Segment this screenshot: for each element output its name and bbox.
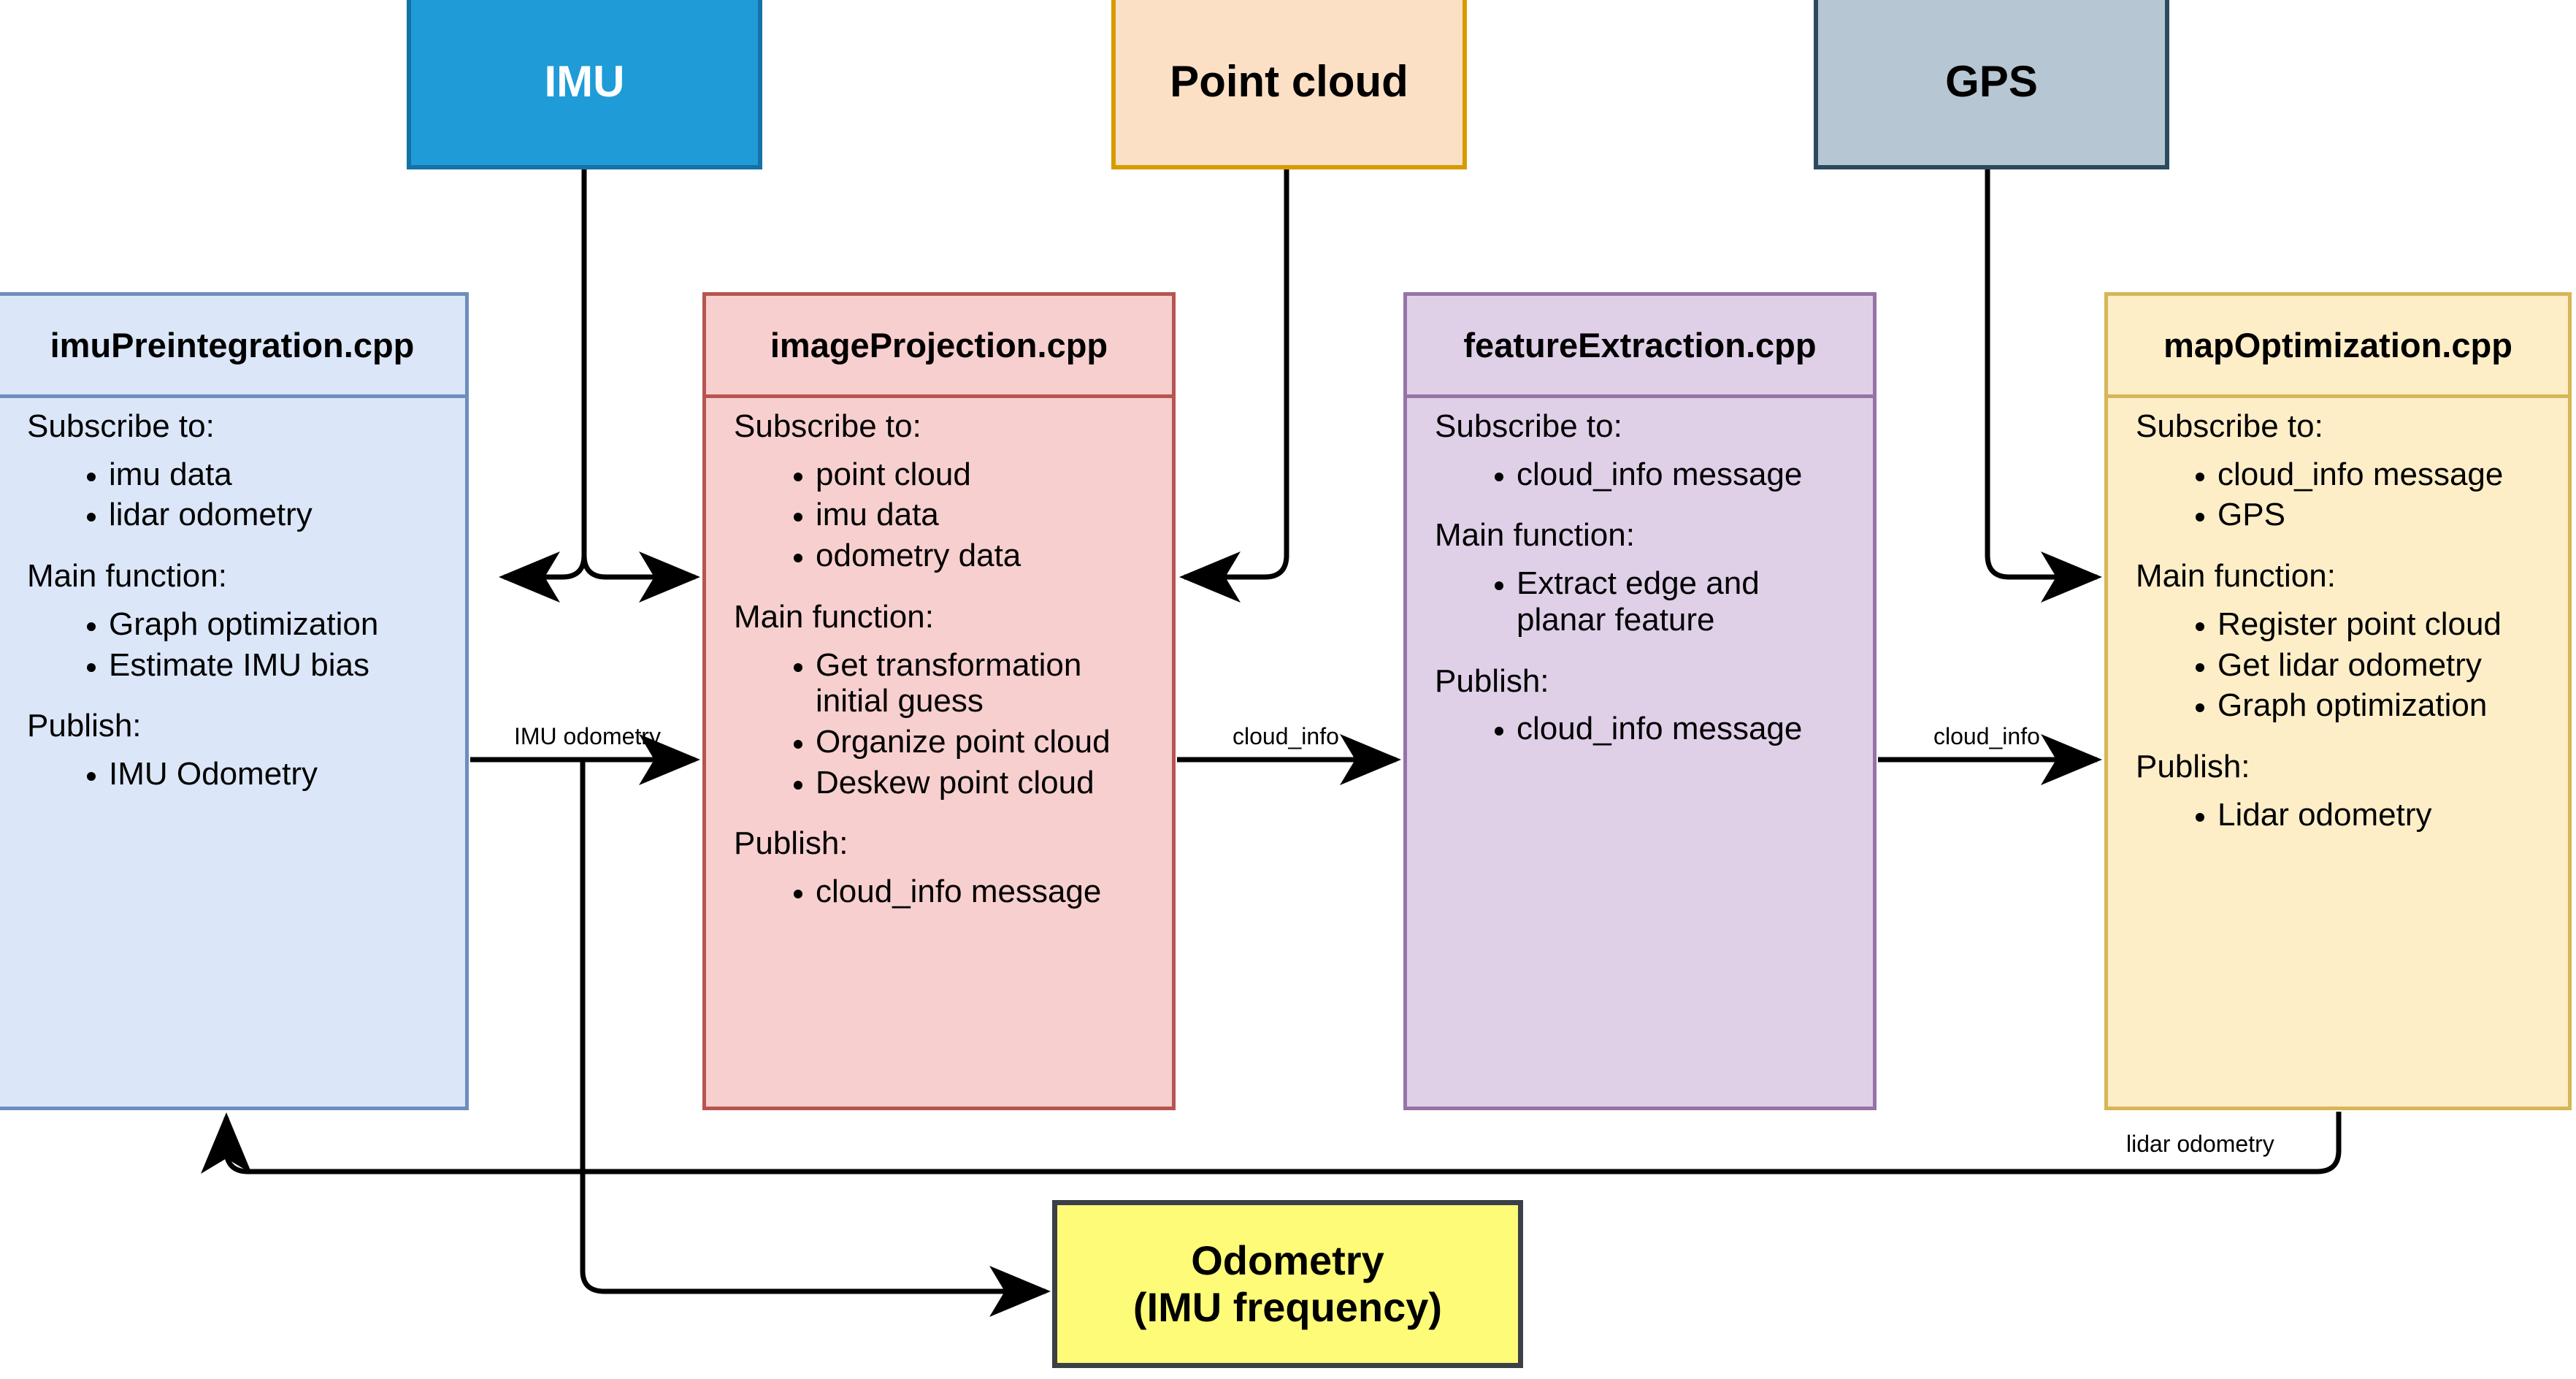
list-item: GPS xyxy=(2217,497,2552,533)
section-heading: Publish: xyxy=(1435,662,1549,699)
list-item: imu data xyxy=(109,457,449,493)
list-item: imu data xyxy=(816,497,1156,533)
section-heading: Main function: xyxy=(1435,517,1635,554)
list-item: IMU Odometry xyxy=(109,756,449,792)
sink-box-odometry[interactable]: Odometry (IMU frequency) xyxy=(1052,1200,1523,1368)
section-list: point cloud imu data odometry data xyxy=(734,457,1156,574)
edge-label-imu-odometry: IMU odometry xyxy=(514,723,661,749)
list-item: Get lidar odometry xyxy=(2217,647,2552,684)
section-list: IMU Odometry xyxy=(27,756,449,792)
node-title-featureextraction: featureExtraction.cpp xyxy=(1407,296,1873,398)
source-box-imu[interactable]: IMU xyxy=(407,0,762,169)
source-box-point-cloud[interactable]: Point cloud xyxy=(1111,0,1467,169)
edge-label-lidar-odometry: lidar odometry xyxy=(2126,1131,2274,1157)
list-item: Register point cloud xyxy=(2217,606,2552,643)
section-list: cloud_info message xyxy=(1435,457,1857,493)
list-item: cloud_info message xyxy=(2217,457,2552,493)
list-item: lidar odometry xyxy=(109,497,449,533)
section-list: Graph optimization Estimate IMU bias xyxy=(27,606,449,683)
edge-imu-split xyxy=(499,169,700,603)
section-heading: Publish: xyxy=(734,825,848,862)
list-item: cloud_info message xyxy=(1517,457,1857,493)
section-list: cloud_info message xyxy=(734,874,1156,910)
section-heading: Main function: xyxy=(2136,558,2336,595)
section-heading: Publish: xyxy=(2136,749,2250,785)
sink-label-odometry-line1: Odometry xyxy=(1191,1237,1384,1284)
list-item: Organize point cloud xyxy=(816,724,1156,760)
section-heading: Subscribe to: xyxy=(27,408,215,444)
section-heading: Subscribe to: xyxy=(734,408,921,444)
section-list: Lidar odometry xyxy=(2136,797,2552,833)
section-heading: Publish: xyxy=(27,708,142,744)
node-box-imageprojection[interactable]: imageProjection.cpp Subscribe to: point … xyxy=(702,292,1176,1110)
sink-label-odometry-line2: (IMU frequency) xyxy=(1132,1284,1443,1330)
node-box-imupreintegration[interactable]: imuPreintegration.cpp Subscribe to: imu … xyxy=(0,292,469,1110)
source-label-imu: IMU xyxy=(544,56,625,106)
node-title-imupreintegration: imuPreintegration.cpp xyxy=(0,296,465,398)
section-list: Get transformation initial guess Organiz… xyxy=(734,647,1156,801)
source-label-gps: GPS xyxy=(1945,56,2038,106)
node-body-featureextraction: Subscribe to: cloud_info message Main fu… xyxy=(1407,398,1873,1107)
node-body-mapoptimization: Subscribe to: cloud_info message GPS Mai… xyxy=(2108,398,2568,1107)
list-item: Get transformation initial guess xyxy=(816,647,1156,719)
node-box-featureextraction[interactable]: featureExtraction.cpp Subscribe to: clou… xyxy=(1403,292,1877,1110)
list-item: Estimate IMU bias xyxy=(109,647,449,684)
list-item: point cloud xyxy=(816,457,1156,493)
edge-label-cloud-info-1: cloud_info xyxy=(1233,723,1339,749)
list-item: odometry data xyxy=(816,538,1156,574)
section-list: Extract edge and planar feature xyxy=(1435,565,1857,638)
node-title-imageprojection: imageProjection.cpp xyxy=(706,296,1172,398)
section-list: cloud_info message xyxy=(1435,711,1857,747)
edge-lidar-odometry-feedback xyxy=(201,1112,2342,1174)
list-item: cloud_info message xyxy=(816,874,1156,910)
section-heading: Subscribe to: xyxy=(1435,408,1622,444)
node-body-imupreintegration: Subscribe to: imu data lidar odometry Ma… xyxy=(0,398,465,1107)
list-item: cloud_info message xyxy=(1517,711,1857,747)
section-heading: Subscribe to: xyxy=(2136,408,2323,444)
section-heading: Main function: xyxy=(27,558,227,595)
list-item: Graph optimization xyxy=(109,606,449,643)
section-list: imu data lidar odometry xyxy=(27,457,449,533)
node-body-imageprojection: Subscribe to: point cloud imu data odome… xyxy=(706,398,1172,1107)
section-heading: Main function: xyxy=(734,598,934,635)
edge-gps-to-mapoptimization xyxy=(1985,169,2102,603)
source-label-point-cloud: Point cloud xyxy=(1170,56,1408,106)
node-title-mapoptimization: mapOptimization.cpp xyxy=(2108,296,2568,398)
list-item: Deskew point cloud xyxy=(816,765,1156,801)
edge-pointcloud-to-imageprojection xyxy=(1179,169,1289,603)
list-item: Graph optimization xyxy=(2217,687,2552,724)
source-box-gps[interactable]: GPS xyxy=(1814,0,2169,169)
list-item: Lidar odometry xyxy=(2217,797,2552,833)
node-box-mapoptimization[interactable]: mapOptimization.cpp Subscribe to: cloud_… xyxy=(2104,292,2572,1110)
section-list: Register point cloud Get lidar odometry … xyxy=(2136,606,2552,724)
list-item: Extract edge and planar feature xyxy=(1517,565,1857,638)
edge-label-cloud-info-2: cloud_info xyxy=(1933,723,2040,749)
section-list: cloud_info message GPS xyxy=(2136,457,2552,533)
